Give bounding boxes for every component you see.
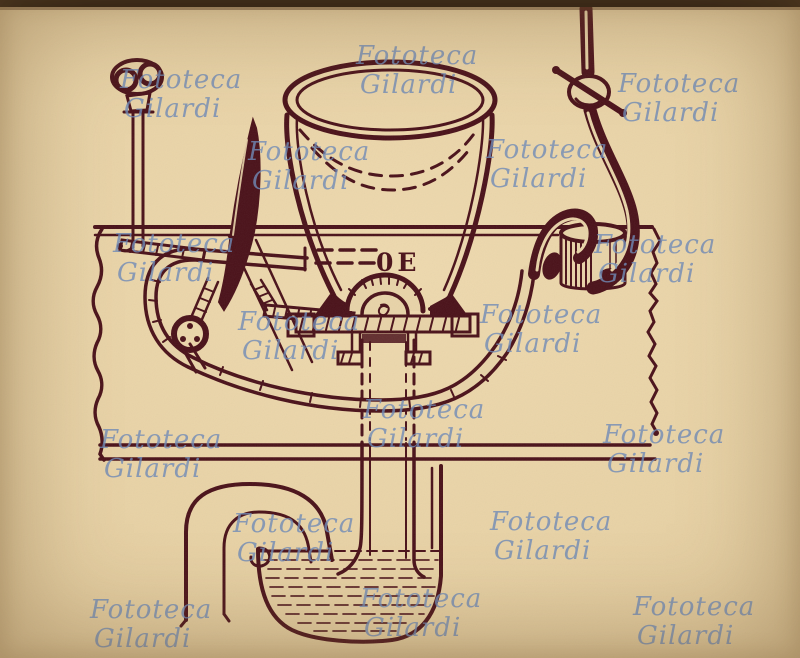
watermark-line1: Fototeca (618, 69, 741, 99)
watermark-line1: Fototeca (356, 41, 479, 71)
watermark-line2: Gilardi (242, 336, 340, 366)
scan-border-top (0, 0, 800, 7)
watermark-line1: Fototeca (100, 425, 223, 455)
watermark-line1: Fototeca (113, 229, 236, 259)
watermark-line2: Gilardi (252, 166, 350, 196)
watermark-line1: Fototeca (480, 300, 603, 330)
watermark-line2: Gilardi (360, 70, 458, 100)
watermark-line2: Gilardi (124, 94, 222, 124)
watermark-line1: Fototeca (90, 595, 213, 625)
watermark-line1: Fototeca (603, 420, 726, 450)
watermark-line2: Gilardi (622, 98, 720, 128)
watermark-line2: Gilardi (484, 329, 582, 359)
watermark-line2: Gilardi (598, 259, 696, 289)
watermark-line1: Fototeca (363, 395, 486, 425)
watermark-line2: Gilardi (494, 536, 592, 566)
watermark-line2: Gilardi (237, 538, 335, 568)
watermark-line2: Gilardi (637, 621, 735, 651)
watermark-line2: Gilardi (607, 449, 705, 479)
watermark-line2: Gilardi (117, 258, 215, 288)
watermark-line1: Fototeca (633, 592, 756, 622)
watermark-line1: Fototeca (486, 135, 609, 165)
watermark-line1: Fototeca (248, 137, 371, 167)
watermark-line1: Fototeca (360, 584, 483, 614)
watermark-line2: Gilardi (490, 164, 588, 194)
watermark-line2: Gilardi (94, 624, 192, 654)
watermark-line1: Fototeca (238, 307, 361, 337)
watermark-line1: Fototeca (594, 230, 717, 260)
watermark-line1: Fototeca (233, 509, 356, 539)
watermark-line1: Fototeca (120, 65, 243, 95)
watermark-line2: Gilardi (364, 613, 462, 643)
scan-border-fade (0, 7, 800, 10)
watermark-line2: Gilardi (104, 454, 202, 484)
watermark-line1: Fototeca (490, 507, 613, 537)
watermark-line2: Gilardi (367, 424, 465, 454)
